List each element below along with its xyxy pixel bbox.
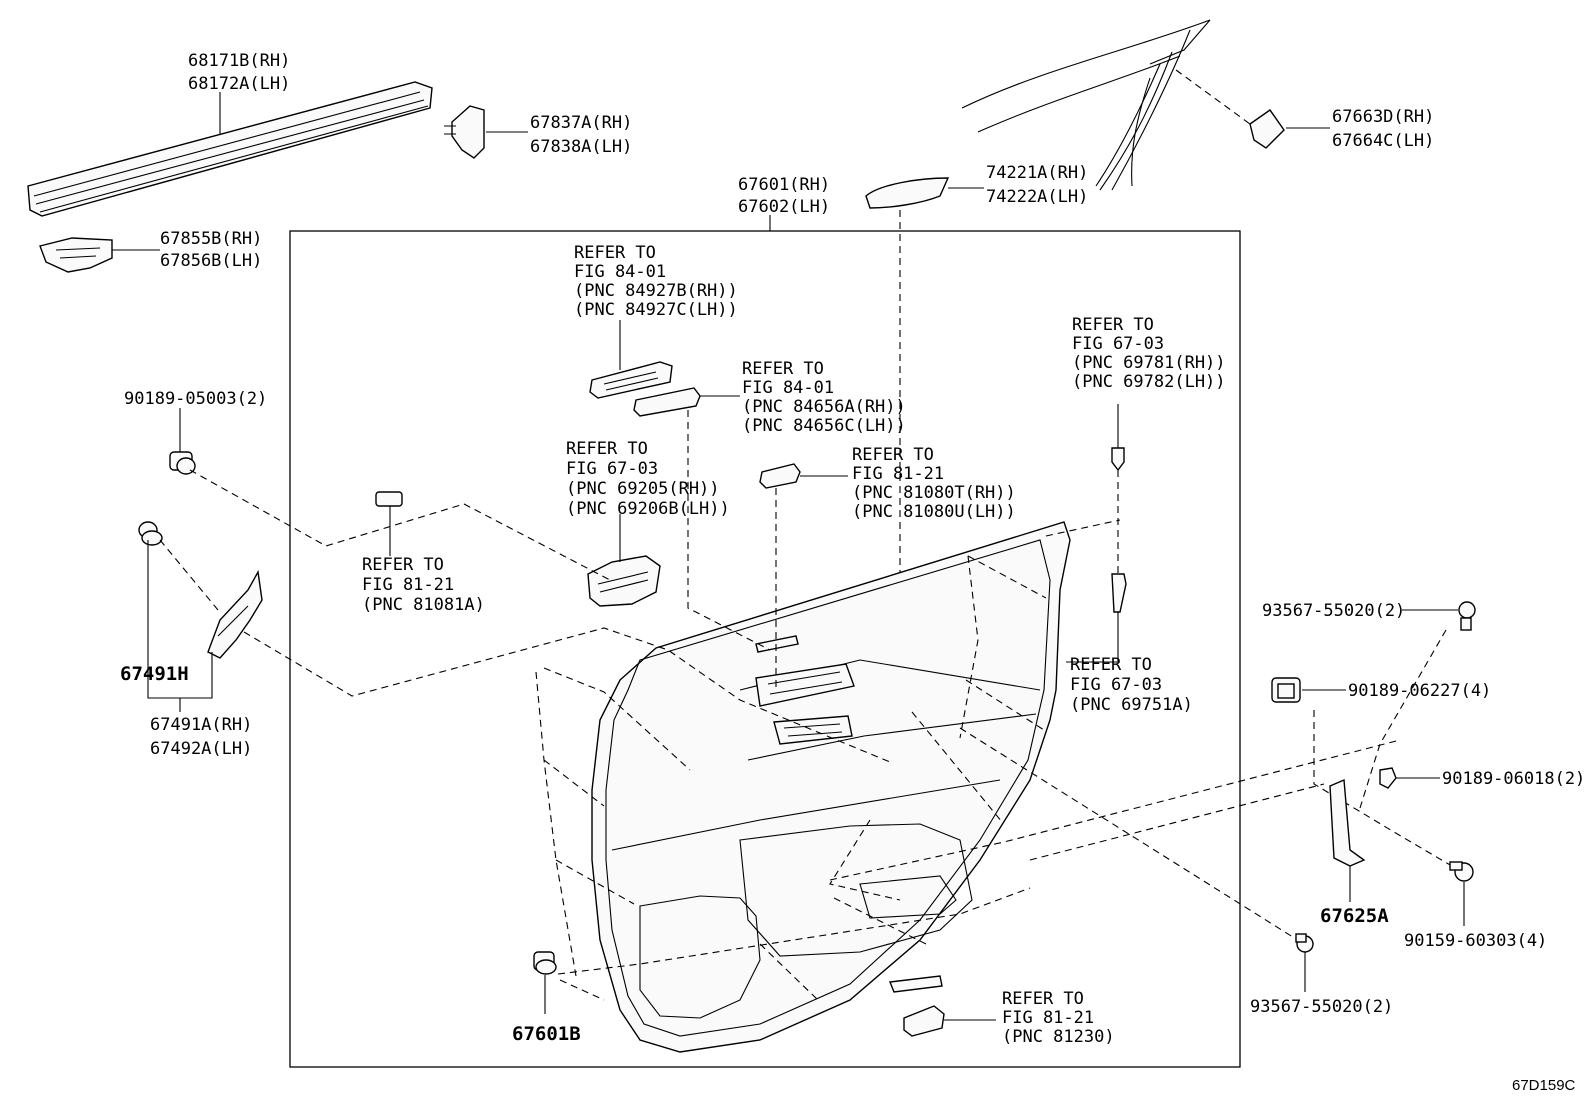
label-screw-upper: 93567-55020(2) [1262,601,1405,621]
label-clip-right-1: 90189-06227(4) [1348,681,1491,701]
small-bracket-part [39,237,113,273]
label-small-bracket: 67855B(RH)67856B(LH) [160,229,262,271]
window-frame-lines [961,19,1211,191]
mirror-cover-part [1249,109,1285,149]
lamp-left-part [375,491,403,507]
inside-handle-part [587,555,661,607]
bracket-right-part [1329,778,1366,867]
label-belt-moulding: 68171B(RH)68172A(LH) [188,51,290,94]
rod-part [1111,573,1127,613]
label-bolt-right: 90159-60303(4) [1404,931,1547,951]
switch-lower-part [633,387,701,417]
clip-right-1-part [1271,677,1301,703]
lamp-bottom-part [903,1005,945,1037]
label-screw-lower: 93567-55020(2) [1250,997,1393,1017]
clip-right-2-part [1379,767,1397,789]
lamp-upper-part [759,463,801,489]
door-panel-part [591,521,1071,1053]
label-garnish-upper: 74221A(RH)74222A(LH) [986,163,1088,207]
belt-moulding-part [27,81,433,217]
label-door-panel: 67601(RH)67602(LH) [738,175,830,217]
clip-bottom-part [533,951,557,975]
door-panel-frame [289,230,1241,1068]
label-trim-piece-top: 67837A(RH)67838A(LH) [530,113,632,157]
cover-part [207,569,263,659]
label-bracket-right: 67625A [1320,905,1389,927]
screw-upper-part [1458,601,1476,631]
cover-clip-part [138,521,163,546]
label-clip-right-2: 90189-06018(2) [1442,769,1585,789]
label-clip-bottom: 67601B [512,1023,581,1045]
label-cover-part: 67491H [120,663,189,685]
label-clip-top-left: 90189-05003(2) [124,389,267,409]
screw-lower-part [1295,933,1314,953]
switch-upper-part [589,361,673,399]
garnish-upper-part [865,177,950,209]
diagram-id: 67D159C [1512,1077,1576,1094]
trim-piece-top-part [444,105,485,159]
label-cover-rh-lh: 67491A(RH)67492A(LH) [150,715,252,759]
lock-knob-part [1111,447,1125,472]
label-mirror-cover: 67663D(RH)67664C(LH) [1332,107,1434,151]
bolt-right-part [1449,861,1474,882]
assembly-lines [189,469,1463,1003]
